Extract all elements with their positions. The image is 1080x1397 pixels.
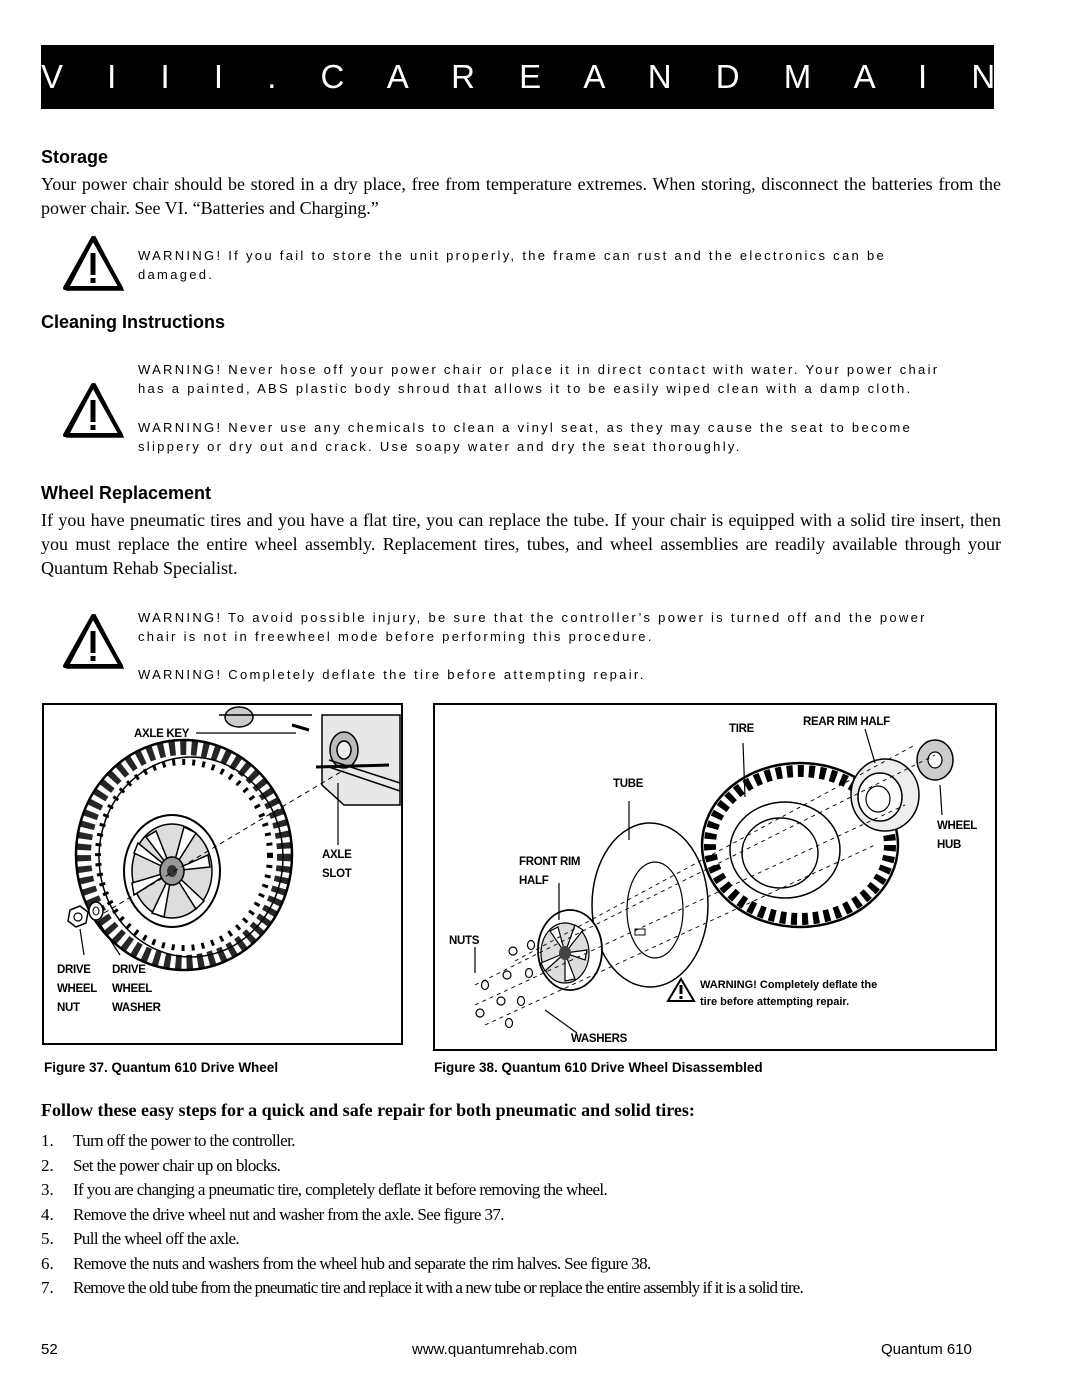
- label-nuts: NUTS: [449, 935, 480, 947]
- drive-wheel-illustration: [67, 706, 401, 972]
- wheel-replacement-heading: Wheel Replacement: [41, 483, 212, 503]
- warning-triangle-icon: [63, 613, 124, 669]
- footer-website-link[interactable]: www.quantumrehab.com: [412, 1341, 578, 1358]
- label-washers: WASHERS: [571, 1033, 628, 1045]
- wheel-warning-deflate: WARNING! Completely deflate the tire bef…: [138, 667, 646, 682]
- procedure-intro: Follow these easy steps for a quick and …: [41, 1100, 695, 1120]
- cleaning-warning-chemicals: WARNING! Never use any chemicals to clea…: [138, 420, 912, 454]
- procedure-steps-list: 1.Turn off the power to the controller. …: [41, 1129, 1031, 1301]
- disassembled-wheel-illustration: [474, 728, 954, 1034]
- label-axle-key: AXLE KEY: [134, 728, 190, 740]
- label-tire: TIRE: [729, 723, 754, 735]
- figure-37-caption: Figure 37. Quantum 610 Drive Wheel: [44, 1060, 279, 1075]
- procedure-step: 2.Set the power chair up on blocks.: [41, 1155, 281, 1175]
- figure-37-drive-wheel: AXLE KEY AXLE SLOT DRIVE WHEEL NUT DRIVE…: [42, 703, 403, 1045]
- figure-38-caption: Figure 38. Quantum 610 Drive Wheel Disas…: [434, 1060, 763, 1075]
- procedure-step: 7.Remove the old tube from the pneumatic…: [41, 1278, 804, 1297]
- procedure-step: 3.If you are changing a pneumatic tire, …: [41, 1180, 608, 1199]
- wheel-warning-power-off: WARNING! To avoid possible injury, be su…: [138, 610, 927, 644]
- figure-warning-line-1: WARNING! Completely deflate the: [700, 979, 878, 991]
- label-nut-line-2: WHEEL: [57, 983, 98, 995]
- label-tube: TUBE: [613, 778, 644, 790]
- storage-warning-text: WARNING! If you fail to store the unit p…: [138, 248, 886, 282]
- procedure-step: 6.Remove the nuts and washers from the w…: [41, 1253, 651, 1273]
- label-rear-rim-half: REAR RIM HALF: [803, 716, 890, 728]
- label-hub: HUB: [937, 839, 962, 851]
- label-nut-line-1: DRIVE: [57, 964, 91, 976]
- storage-paragraph: Your power chair should be stored in a d…: [41, 174, 1001, 218]
- footer-product-name: Quantum 610: [881, 1341, 972, 1358]
- warning-triangle-icon: [63, 235, 124, 291]
- procedure-step: 1.Turn off the power to the controller.: [41, 1131, 296, 1150]
- procedure-step: 4.Remove the drive wheel nut and washer …: [41, 1204, 505, 1224]
- label-slot: SLOT: [322, 868, 352, 880]
- cleaning-warning-water: WARNING! Never hose off your power chair…: [138, 362, 940, 396]
- label-washer-line-2: WHEEL: [112, 983, 153, 995]
- procedure-step: 5.Pull the wheel off the axle.: [41, 1229, 240, 1248]
- warning-triangle-icon: [63, 382, 124, 438]
- section-title-banner: V I I I . C A R E A N D M A I N T E N A …: [41, 45, 994, 109]
- footer-page-number: 52: [41, 1341, 58, 1358]
- label-axle: AXLE: [322, 849, 352, 861]
- label-half: HALF: [519, 875, 549, 887]
- label-nut-line-3: NUT: [57, 1002, 80, 1014]
- label-washer-line-1: DRIVE: [112, 964, 146, 976]
- storage-heading: Storage: [41, 147, 109, 167]
- figure-38-wheel-disassembled: TIRE REAR RIM HALF TUBE WHEEL HUB FRONT …: [433, 703, 997, 1051]
- cleaning-heading: Cleaning Instructions: [41, 312, 226, 332]
- figure-warning-line-2: tire before attempting repair.: [700, 996, 850, 1008]
- label-wheel: WHEEL: [937, 820, 978, 832]
- wheel-replacement-paragraph: If you have pneumatic tires and you have…: [41, 510, 1001, 578]
- label-front-rim: FRONT RIM: [519, 856, 581, 868]
- label-washer-line-3: WASHER: [112, 1002, 161, 1014]
